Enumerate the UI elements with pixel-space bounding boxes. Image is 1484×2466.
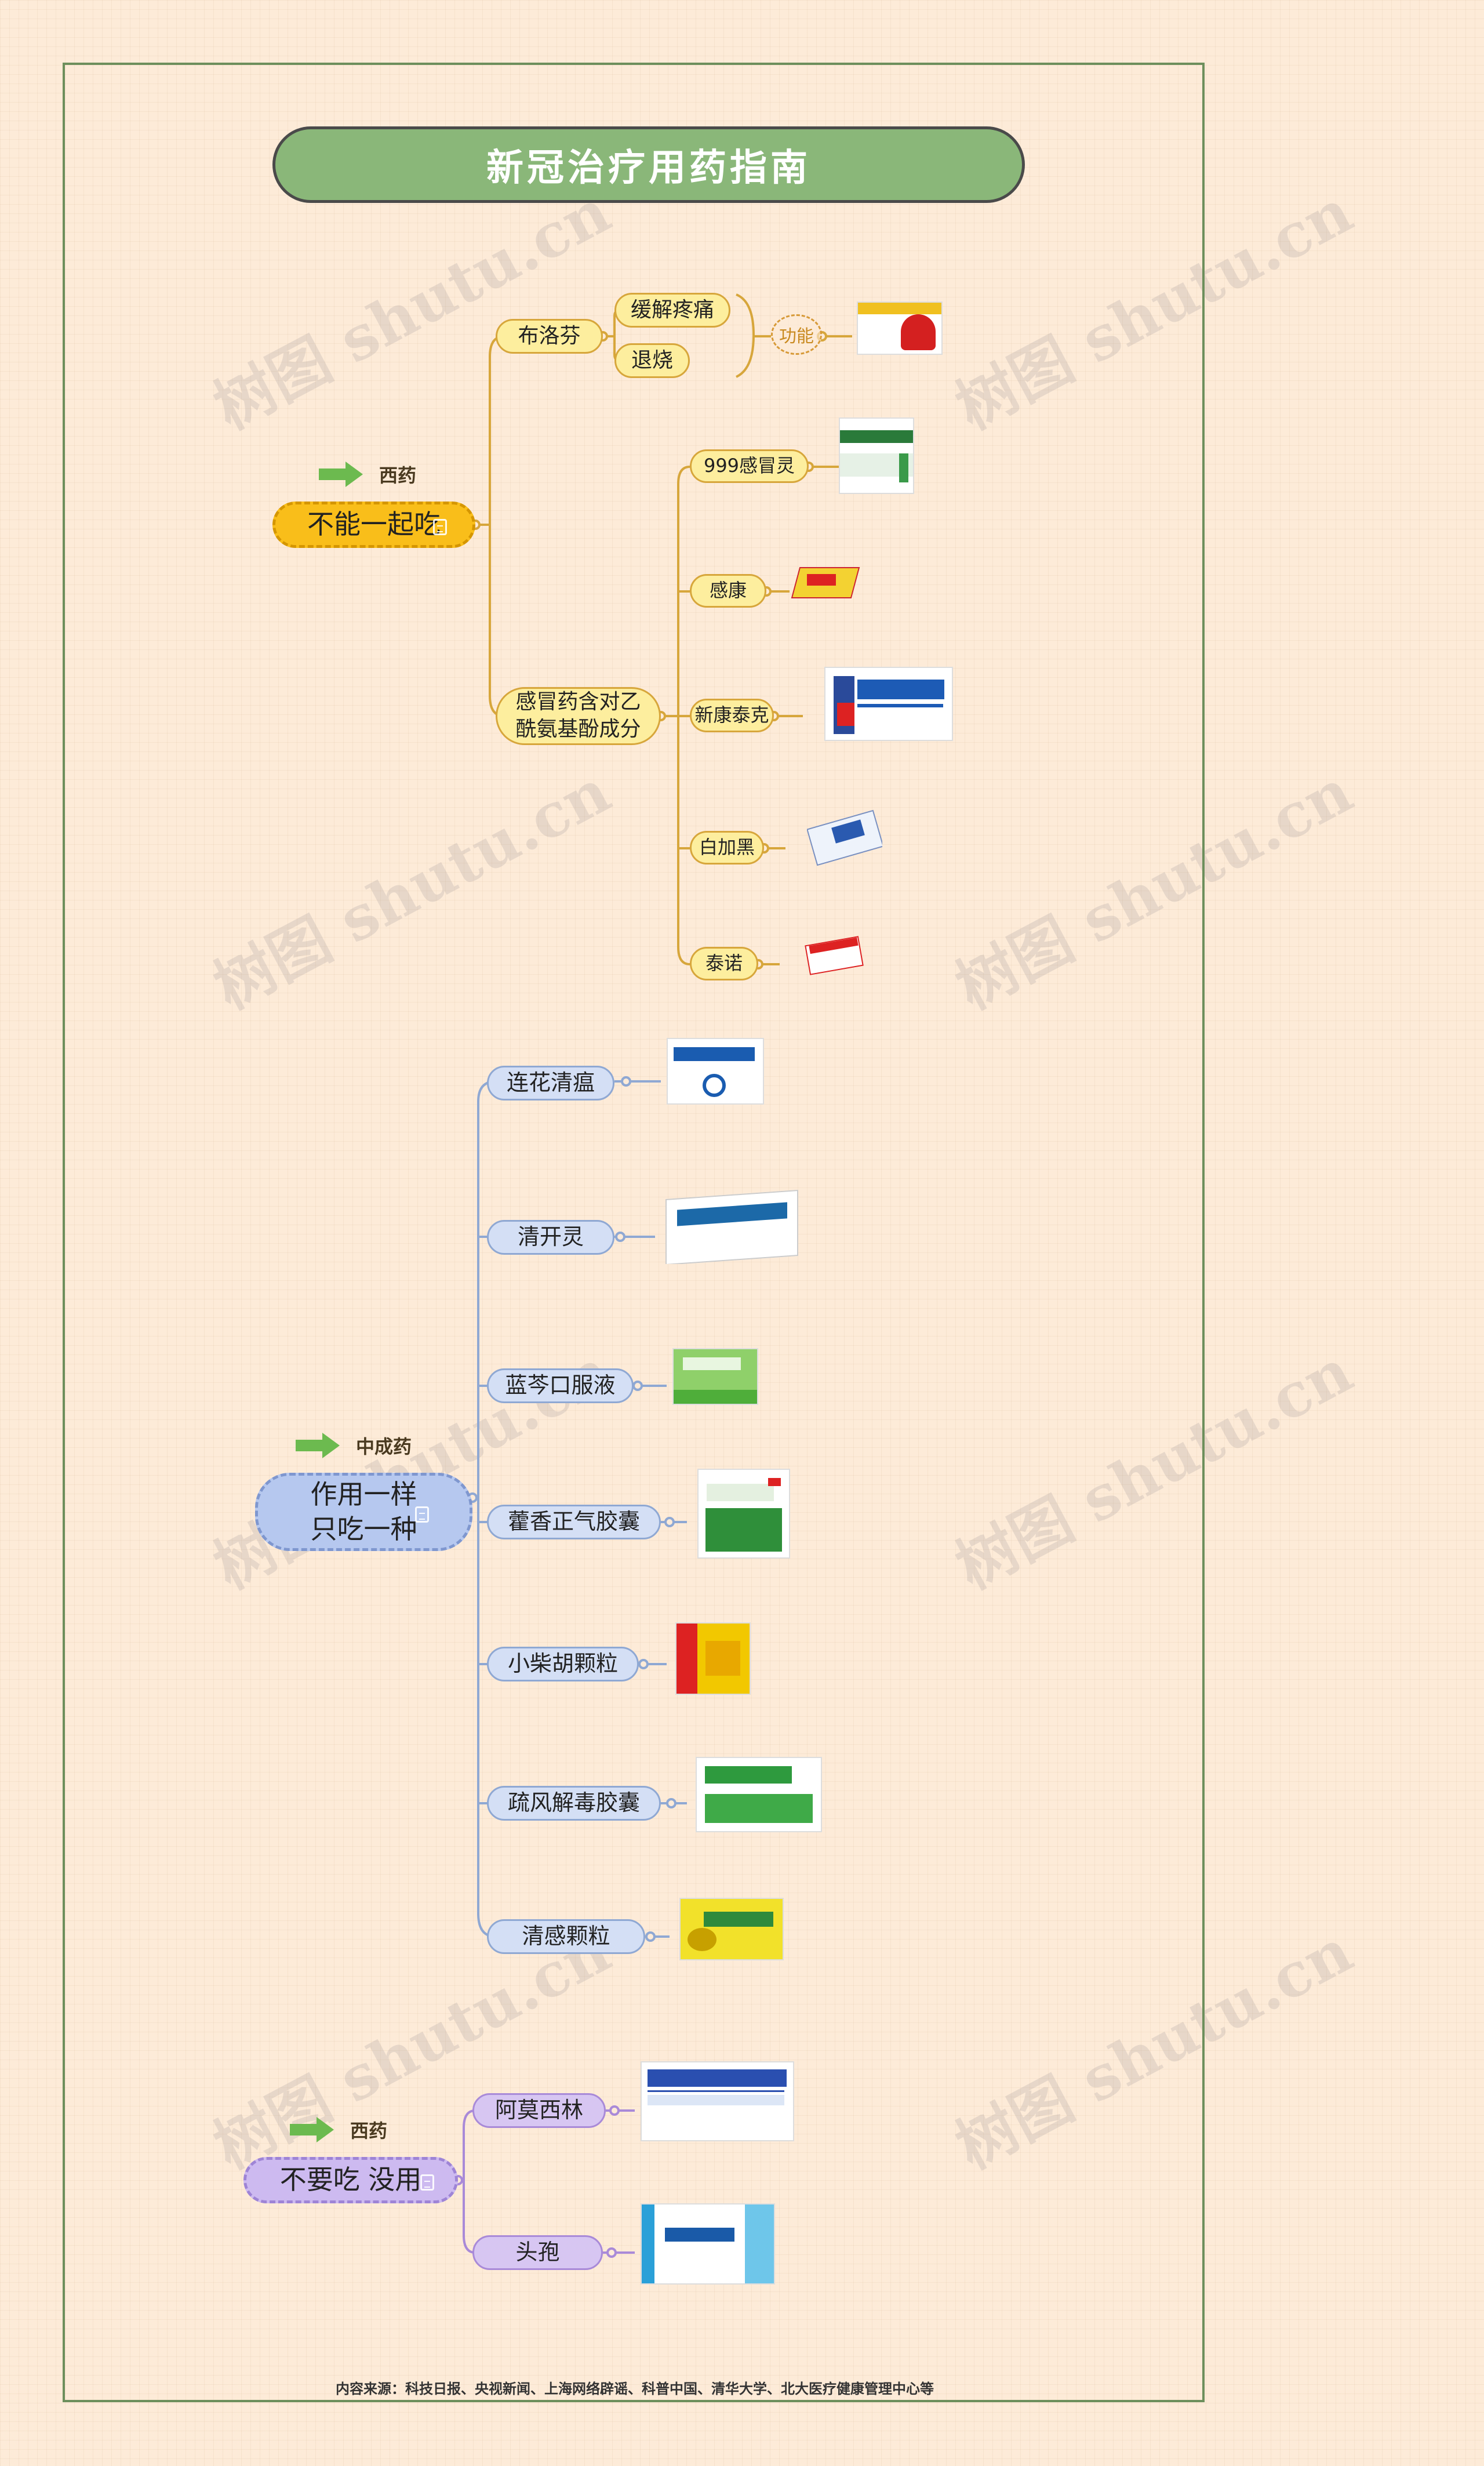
product-image-lanqin (672, 1348, 758, 1405)
node-drug-huoxiang[interactable]: 藿香正气胶囊 (487, 1505, 661, 1539)
arrow-right-icon (290, 2117, 334, 2142)
product-image-huoxiang (697, 1469, 790, 1559)
node-drug-cephalosporin[interactable]: 头孢 (472, 2235, 603, 2270)
node-drug-ganking[interactable]: 感康 (690, 574, 766, 608)
page-frame (63, 63, 1205, 2402)
node-label: 疏风解毒胶囊 (507, 1790, 640, 1816)
product-image-amoxicillin (641, 2061, 794, 2141)
product-image-lianhua (667, 1038, 764, 1105)
node-drug-baijiahei[interactable]: 白加黑 (690, 831, 764, 865)
node-drug-lanqin[interactable]: 蓝芩口服液 (487, 1368, 634, 1403)
node-drug-qinggan[interactable]: 清感颗粒 (487, 1919, 645, 1954)
product-image-999 (839, 417, 914, 494)
section1-tag: 西药 (319, 461, 416, 488)
node-label: 阿莫西林 (494, 2097, 583, 2123)
node-label: 新康泰克 (694, 704, 769, 727)
product-image-qinggan (679, 1898, 784, 1960)
section2-tag: 中成药 (296, 1432, 412, 1459)
product-image-tylenol (802, 934, 866, 975)
product-image-ibuprofen (857, 302, 943, 355)
summary-function[interactable]: 功能 (771, 314, 822, 355)
node-drug-xiaochaihu[interactable]: 小柴胡颗粒 (487, 1647, 639, 1681)
product-image-cephalosporin (641, 2203, 775, 2285)
source-note: 内容来源：科技日报、央视新闻、上海网络辟谣、科普中国、清华大学、北大医疗健康管理… (336, 2380, 934, 2397)
root-label: 不能一起吃 (307, 509, 441, 540)
product-image-ganking (790, 557, 861, 603)
node-drug-999[interactable]: 999感冒灵 (690, 449, 809, 483)
node-label: 清开灵 (517, 1224, 584, 1250)
node-effect-pain[interactable]: 缓解疼痛 (614, 293, 730, 328)
product-image-shufeng (696, 1757, 822, 1832)
node-drug-shufeng[interactable]: 疏风解毒胶囊 (487, 1786, 661, 1821)
arrow-right-icon (319, 462, 363, 487)
node-label: 缓解疼痛 (630, 297, 714, 322)
root-node-same-effect[interactable]: 作用一样 只吃一种 (255, 1473, 472, 1551)
note-icon (420, 2174, 434, 2191)
node-drug-contac[interactable]: 新康泰克 (690, 699, 774, 732)
node-drug-tylenol[interactable]: 泰诺 (690, 947, 758, 980)
note-icon (433, 519, 447, 535)
node-label: 感冒药含对乙 酰氨基酚成分 (515, 690, 641, 741)
node-drug-amoxicillin[interactable]: 阿莫西林 (472, 2093, 606, 2128)
section3-tag-label: 西药 (350, 2120, 388, 2142)
summary-label: 功能 (779, 326, 814, 347)
node-acetaminophen[interactable]: 感冒药含对乙 酰氨基酚成分 (496, 687, 661, 745)
node-label: 蓝芩口服液 (505, 1372, 616, 1399)
node-ibuprofen[interactable]: 布洛芬 (496, 319, 603, 354)
root-node-no-combine[interactable]: 不能一起吃 (272, 502, 475, 548)
node-drug-qingkailing[interactable]: 清开灵 (487, 1220, 614, 1255)
node-label: 泰诺 (705, 952, 743, 975)
product-image-contac (824, 667, 953, 741)
node-drug-lianhua[interactable]: 连花清瘟 (487, 1066, 614, 1101)
node-label: 连花清瘟 (506, 1070, 595, 1096)
product-image-xiaochaihu (675, 1622, 751, 1695)
node-label: 头孢 (515, 2239, 560, 2265)
product-image-baijiahei (807, 806, 882, 871)
root-node-useless[interactable]: 不要吃 没用 (243, 2157, 458, 2203)
section1-tag-label: 西药 (379, 464, 417, 486)
node-label: 小柴胡颗粒 (507, 1651, 618, 1677)
node-label: 999感冒灵 (703, 455, 795, 477)
node-label: 感康 (709, 579, 747, 602)
node-effect-fever[interactable]: 退烧 (614, 343, 690, 378)
page-title: 新冠治疗用药指南 (486, 146, 811, 190)
section3-tag: 西药 (290, 2116, 387, 2143)
root-label: 作用一样 只吃一种 (310, 1478, 417, 1545)
node-label: 布洛芬 (518, 324, 581, 348)
title-banner: 新冠治疗用药指南 (272, 126, 1025, 203)
product-image-qingkailing (660, 1189, 802, 1264)
note-icon (415, 1506, 429, 1523)
section2-tag-label: 中成药 (356, 1436, 412, 1458)
root-label: 不要吃 没用 (279, 2164, 422, 2196)
node-label: 藿香正气胶囊 (507, 1509, 640, 1535)
arrow-right-icon (296, 1433, 340, 1458)
node-label: 白加黑 (699, 836, 755, 859)
node-label: 清感颗粒 (522, 1923, 610, 1949)
node-label: 退烧 (631, 348, 673, 372)
